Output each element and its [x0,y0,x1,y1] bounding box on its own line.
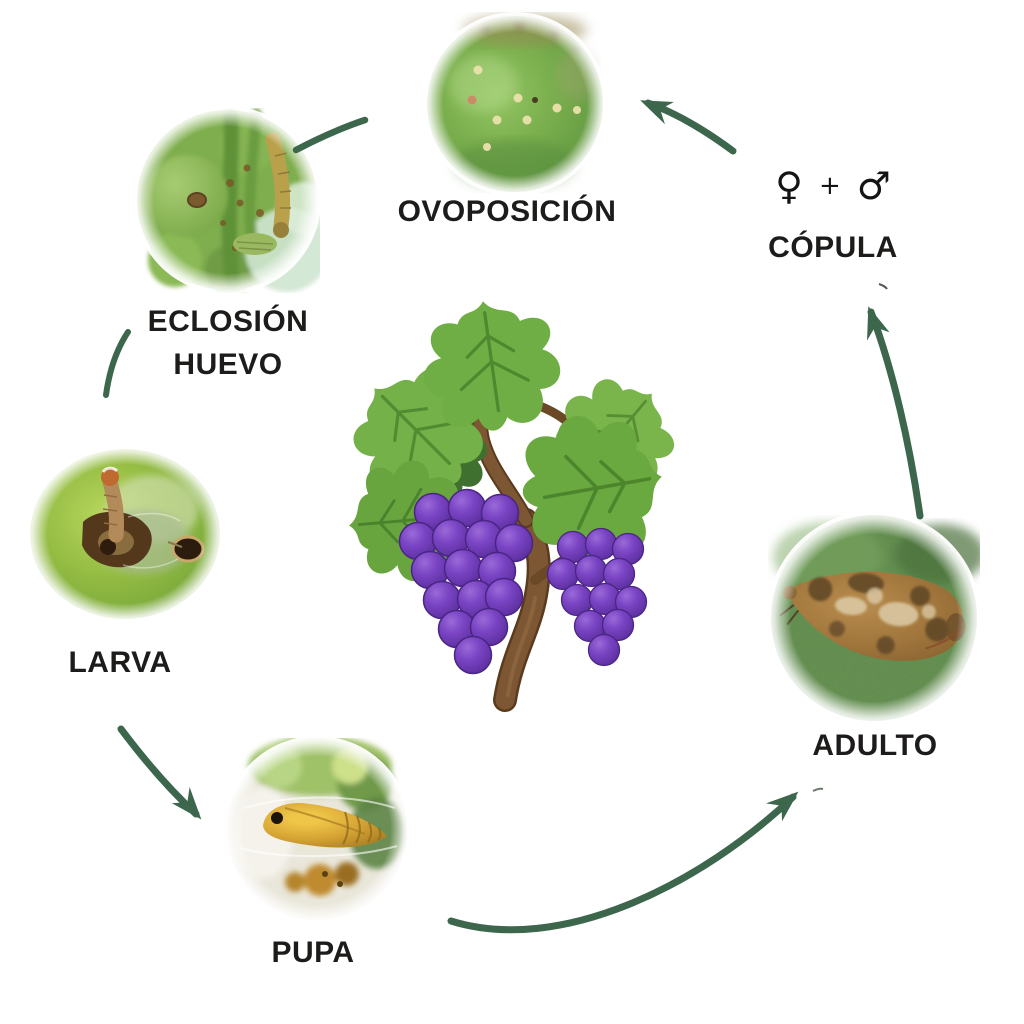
arrow-larva-to-pupa [117,725,200,818]
ovoposicion-photo [425,12,605,196]
line-larva-to-eclosion [103,329,131,398]
grape-cluster-right [546,527,648,667]
tick-mark-adulto [812,787,824,792]
eclosion-label-line2: HUEVO [173,348,283,381]
tick-mark-copula [878,283,888,290]
eclosion-huevo-label: ECLOSIÓN HUEVO [78,300,378,386]
adulto-label: ADULTO [812,729,938,762]
arrow-adulto-to-copula [867,308,924,520]
larva-photo [28,447,223,621]
eclosion-label-line1: ECLOSIÓN [147,305,309,338]
arrow-copula-to-ovoposicion [644,99,737,155]
grape-cluster-left [398,488,534,675]
arrowhead-ovoposicion [635,90,674,125]
grapevine-illustration [330,300,690,712]
copula-sex-symbols: ♀ + ♂ [753,166,913,206]
female-icon: ♀ [775,164,803,208]
larva-label: LARVA [68,646,172,679]
ovoposicion-label: OVOPOSICIÓN [397,195,617,228]
adulto-photo [768,512,980,724]
line-eclosion-to-ovoposicion [292,116,369,154]
pupa-label: PUPA [271,936,355,969]
copula-label: CÓPULA [768,231,898,264]
eclosion-huevo-photo [135,108,320,293]
plus-icon: + [818,171,841,201]
pupa-photo [225,738,410,923]
male-icon: ♂ [856,164,891,208]
arrowhead-copula [856,302,890,341]
arrow-pupa-to-adulto [447,793,797,934]
